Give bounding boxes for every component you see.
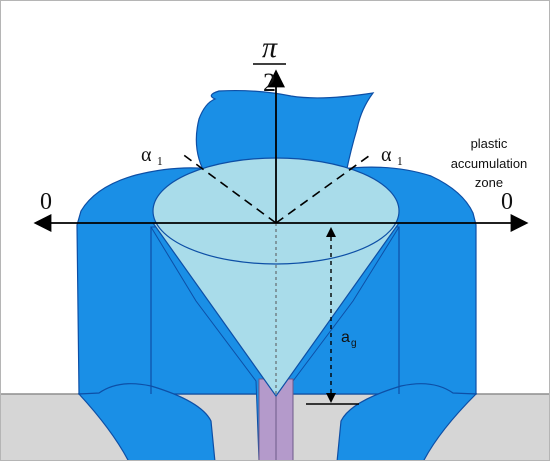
two-label: 2	[263, 68, 276, 97]
depth-arrow-head-bottom	[326, 393, 336, 403]
right-zero-label: 0	[501, 189, 513, 215]
depth-subscript: g	[351, 338, 357, 349]
top-plastic-blob	[195, 89, 375, 178]
left-zero-label: 0	[40, 189, 52, 215]
pi-label: π	[262, 31, 278, 64]
plastic-label-line2: accumulation	[451, 156, 528, 171]
right-lobe	[336, 383, 478, 460]
plastic-label-line3: zone	[475, 175, 503, 190]
alpha-left-label: α ₁	[141, 144, 163, 166]
left-lobe	[77, 383, 216, 460]
alpha-line-left	[180, 152, 277, 224]
alpha-right-label: α ₁	[381, 144, 403, 166]
plastic-label-line1: plastic	[471, 136, 508, 151]
depth-arrow-head-top	[326, 227, 336, 237]
alpha-line-right	[275, 152, 374, 224]
depth-label: a	[341, 329, 350, 346]
